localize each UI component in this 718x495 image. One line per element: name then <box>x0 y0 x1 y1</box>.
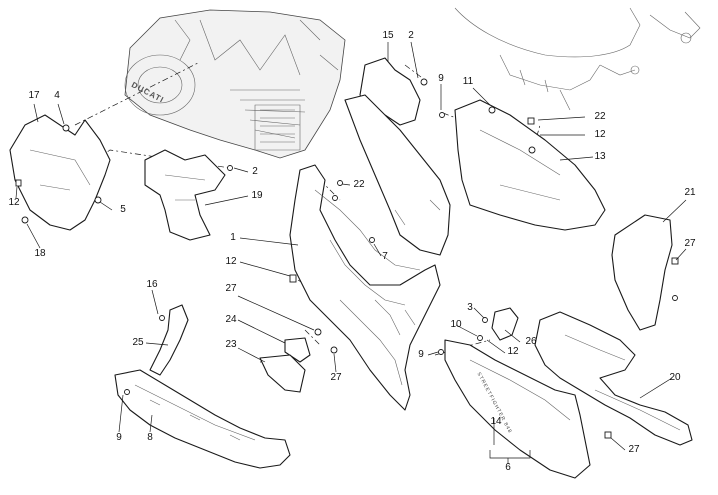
part-13-upper-right-fairing <box>454 99 606 231</box>
part-23-trim-strip <box>259 354 306 393</box>
callout-15: 15 <box>382 30 394 41</box>
callout-22: 22 <box>353 179 365 190</box>
callout-27: 27 <box>684 238 696 249</box>
callout-14: 14 <box>490 416 502 427</box>
callout-8: 8 <box>147 432 153 443</box>
callout-3: 3 <box>467 302 473 313</box>
leader-lines <box>15 41 687 464</box>
callout-23: 23 <box>225 339 237 350</box>
callout-16: 16 <box>146 279 158 290</box>
part-17-left-side-cover <box>9 114 111 231</box>
callout-24: 24 <box>225 314 237 325</box>
fasteners <box>15 78 679 439</box>
part-inner-radiator-panel <box>344 94 451 256</box>
callout-25: 25 <box>132 337 144 348</box>
callout-18: 18 <box>34 248 46 259</box>
callout-17: 17 <box>28 90 40 101</box>
callout-27: 27 <box>628 444 640 455</box>
callout-2: 2 <box>408 30 414 41</box>
callout-27: 27 <box>225 283 237 294</box>
callout-12: 12 <box>507 346 519 357</box>
callout-5: 5 <box>120 204 126 215</box>
callout-12: 12 <box>594 129 606 140</box>
callout-11: 11 <box>462 76 474 87</box>
callout-12: 12 <box>8 197 20 208</box>
callout-13: 13 <box>594 151 606 162</box>
callout-27: 27 <box>330 372 342 383</box>
callout-9: 9 <box>438 73 444 84</box>
callout-2: 2 <box>252 166 258 177</box>
callout-9: 9 <box>418 349 424 360</box>
callout-9: 9 <box>116 432 122 443</box>
fuel-tank-illustration <box>454 7 701 111</box>
part-21-right-side-cover <box>611 214 673 331</box>
callout-10: 10 <box>450 319 462 330</box>
callout-22: 22 <box>594 111 606 122</box>
callout-26: 26 <box>525 336 537 347</box>
callout-12: 12 <box>225 256 237 267</box>
part-26-bracket <box>491 307 519 341</box>
callout-4: 4 <box>54 90 60 101</box>
callout-7: 7 <box>382 251 388 262</box>
part-19-inner-cover <box>144 149 226 241</box>
part-20-lower-rear-panel <box>534 311 693 446</box>
engine-illustration <box>124 9 346 159</box>
part-1-main-lower-fairing <box>289 164 441 411</box>
callout-1: 1 <box>230 232 236 243</box>
part-25-bracket <box>149 304 189 376</box>
callout-19: 19 <box>251 190 263 201</box>
callout-21: 21 <box>684 187 696 198</box>
part-14-lower-side-panel <box>444 339 591 479</box>
callout-20: 20 <box>669 372 681 383</box>
callout-6: 6 <box>505 462 511 473</box>
